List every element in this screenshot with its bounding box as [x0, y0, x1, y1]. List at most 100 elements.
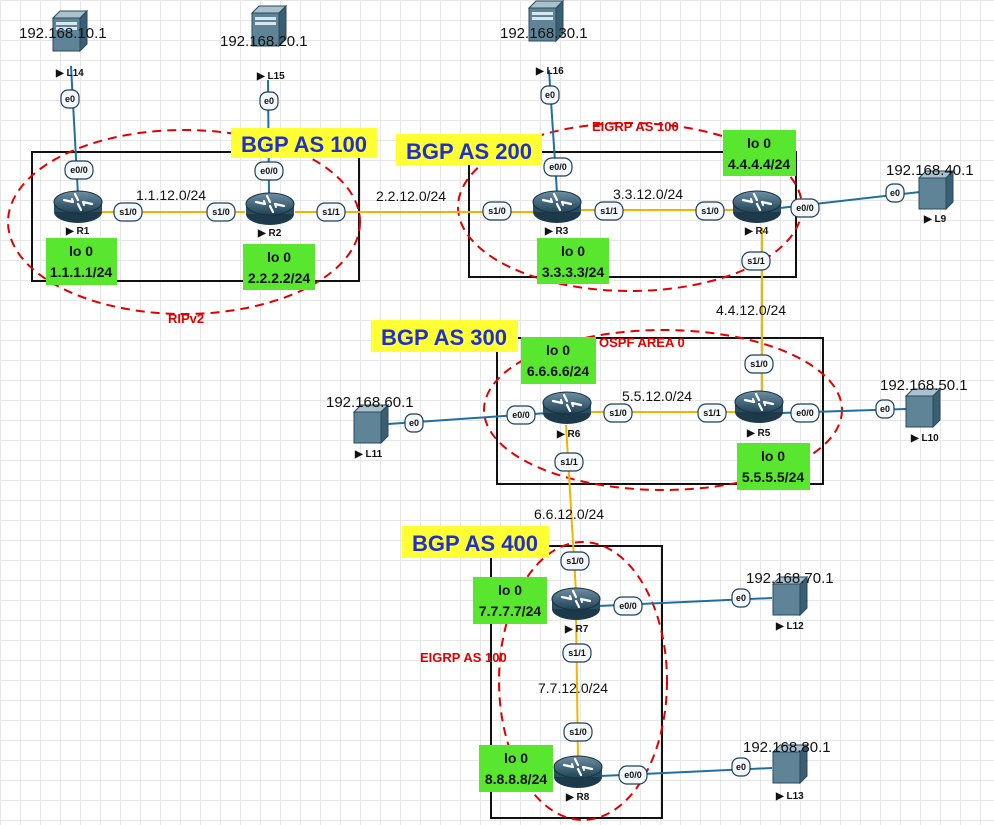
net-1-1-12: 1.1.12.0/24: [136, 187, 206, 203]
svg-text:s1/1: s1/1: [600, 206, 618, 216]
r1-s1-0[interactable]: s1/0: [113, 202, 143, 222]
r2-label: ▶ R2: [257, 228, 282, 239]
l10-label: ▶ L10: [910, 433, 939, 444]
l9-e0[interactable]: e0: [885, 183, 905, 203]
r5-e0-0[interactable]: e0/0: [790, 403, 820, 423]
svg-text:e0/0: e0/0: [796, 408, 814, 418]
r3-e0-0[interactable]: e0/0: [543, 157, 573, 177]
svg-text:lo 0: lo 0: [69, 243, 93, 259]
r6-s1-0[interactable]: s1/0: [603, 403, 633, 423]
svg-text:e0: e0: [890, 188, 900, 198]
svg-text:e0/0: e0/0: [624, 770, 642, 780]
r6-s1-1[interactable]: s1/1: [554, 452, 584, 472]
ospf-domain: [483, 329, 843, 491]
svg-text:BGP AS 100: BGP AS 100: [241, 132, 367, 157]
router-r4[interactable]: [731, 189, 783, 225]
l13-ip: 192.168.80.1: [743, 739, 831, 756]
router-r7[interactable]: [550, 586, 602, 622]
l14-e0[interactable]: e0: [60, 89, 80, 109]
svg-text:e0: e0: [65, 94, 75, 104]
r4-s1-1[interactable]: s1/1: [741, 251, 771, 271]
r1-e0-0[interactable]: e0/0: [64, 160, 94, 180]
svg-text:lo 0: lo 0: [747, 135, 771, 151]
eigrp-domain-as400: [498, 541, 668, 821]
router-r3[interactable]: [531, 189, 583, 225]
r3-s1-0[interactable]: s1/0: [482, 201, 512, 221]
ripv2-domain: [7, 129, 361, 315]
svg-text:s1/1: s1/1: [322, 207, 340, 217]
ospf-label: OSPF AREA 0: [599, 335, 685, 350]
router-r5[interactable]: [733, 389, 785, 425]
svg-text:e0/0: e0/0: [796, 203, 814, 213]
svg-text:s1/0: s1/0: [212, 207, 230, 217]
as400-boundary: [490, 545, 663, 819]
svg-text:e0: e0: [409, 418, 419, 428]
svg-text:6.6.6.6/24: 6.6.6.6/24: [527, 363, 589, 379]
svg-text:8.8.8.8/24: 8.8.8.8/24: [485, 771, 547, 787]
l10-e0[interactable]: e0: [875, 399, 895, 419]
svg-text:e0: e0: [264, 96, 274, 106]
svg-text:4.4.4.4/24: 4.4.4.4/24: [728, 156, 790, 172]
svg-text:2.2.2.2/24: 2.2.2.2/24: [248, 270, 310, 286]
host-l10[interactable]: [905, 388, 941, 428]
router-r6[interactable]: [541, 390, 593, 426]
as100-label: BGP AS 100: [231, 128, 377, 158]
r5-s1-1[interactable]: s1/1: [697, 403, 727, 423]
r5-s1-0[interactable]: s1/0: [744, 354, 774, 374]
svg-text:e0: e0: [880, 404, 890, 414]
l12-label: ▶ L12: [775, 621, 804, 632]
eigrp-as400-label: EIGRP AS 100: [420, 650, 507, 665]
r7-s1-0[interactable]: s1/0: [560, 551, 590, 571]
svg-text:lo 0: lo 0: [504, 750, 528, 766]
svg-text:lo 0: lo 0: [561, 243, 585, 259]
l9-label: ▶ L9: [923, 214, 947, 225]
r2-e0-0[interactable]: e0/0: [254, 161, 284, 181]
loopback-r8: lo 0 8.8.8.8/24: [479, 745, 553, 792]
svg-text:e0/0: e0/0: [260, 166, 278, 176]
r4-label: ▶ R4: [744, 226, 769, 237]
router-r8[interactable]: [552, 754, 604, 790]
svg-text:BGP AS 200: BGP AS 200: [406, 139, 532, 164]
as200-label: BGP AS 200: [396, 134, 542, 165]
loopback-r1: lo 0 1.1.1.1/24: [46, 238, 117, 285]
r3-s1-1[interactable]: s1/1: [594, 201, 624, 221]
l14-ip: 192.168.10.1: [19, 25, 107, 42]
r2-s1-1[interactable]: s1/1: [316, 202, 346, 222]
l11-e0[interactable]: e0: [404, 413, 424, 433]
l16-ip: 192.168.30.1: [500, 25, 588, 42]
l12-ip: 192.168.70.1: [746, 570, 834, 587]
r5-label: ▶ R5: [746, 428, 771, 439]
svg-text:s1/0: s1/0: [750, 359, 768, 369]
l10-ip: 192.168.50.1: [880, 377, 968, 394]
l11-label: ▶ L11: [354, 449, 383, 460]
l16-e0[interactable]: e0: [540, 85, 560, 105]
r7-e0-0[interactable]: e0/0: [613, 596, 643, 616]
ripv2-label: RIPv2: [168, 311, 204, 326]
r7-s1-1[interactable]: s1/1: [562, 643, 592, 663]
r6-label: ▶ R6: [556, 429, 581, 440]
svg-text:1.1.1.1/24: 1.1.1.1/24: [50, 264, 112, 280]
net-4-4-12: 4.4.12.0/24: [716, 302, 786, 318]
router-r1[interactable]: [52, 189, 104, 225]
r4-e0-0[interactable]: e0/0: [790, 198, 820, 218]
r8-s1-0[interactable]: s1/0: [563, 722, 593, 742]
net-2-2-12: 2.2.12.0/24: [376, 188, 446, 204]
loopback-r7: lo 07.7.7.7/24: [473, 577, 547, 624]
router-r2[interactable]: [244, 191, 296, 227]
svg-text:s1/1: s1/1: [747, 256, 765, 266]
svg-text:7.7.7.7/24: 7.7.7.7/24: [479, 603, 541, 619]
r6-e0-0[interactable]: e0/0: [506, 405, 536, 425]
r4-s1-0[interactable]: s1/0: [695, 201, 725, 221]
l12-e0[interactable]: e0: [731, 588, 751, 608]
l13-e0[interactable]: e0: [731, 757, 751, 777]
r7-label: ▶ R7: [564, 624, 589, 635]
l9-ip: 192.168.40.1: [886, 162, 974, 179]
svg-text:BGP AS 400: BGP AS 400: [412, 531, 538, 556]
svg-text:e0: e0: [545, 90, 555, 100]
r8-e0-0[interactable]: e0/0: [618, 765, 648, 785]
loopback-r6: lo 06.6.6.6/24: [521, 337, 596, 384]
l15-e0[interactable]: e0: [259, 91, 279, 111]
r2-s1-0[interactable]: s1/0: [206, 202, 236, 222]
svg-text:BGP AS 300: BGP AS 300: [381, 325, 507, 350]
